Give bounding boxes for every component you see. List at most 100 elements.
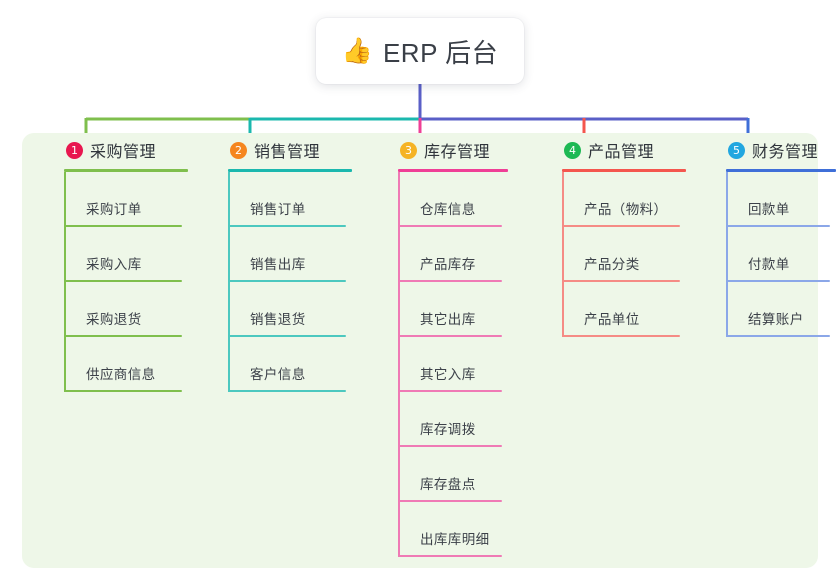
list-item-label: 库存调拨 bbox=[420, 422, 476, 437]
list-item-rule bbox=[398, 500, 502, 502]
column-title-1: 采购管理 bbox=[90, 144, 157, 161]
list-item-label: 其它出库 bbox=[420, 312, 476, 327]
list-item-rule bbox=[726, 335, 830, 337]
root-title: ERP 后台 bbox=[382, 37, 499, 68]
column-header-rule-2 bbox=[228, 169, 352, 172]
list-item[interactable]: 产品分类 bbox=[562, 227, 686, 282]
list-item[interactable]: 采购入库 bbox=[64, 227, 188, 282]
list-item[interactable]: 结算账户 bbox=[726, 282, 836, 337]
column-spine-1 bbox=[64, 172, 66, 392]
list-item-label: 采购退货 bbox=[86, 312, 142, 327]
list-item-rule bbox=[398, 280, 502, 282]
column-3: 3 库存管理仓库信息产品库存其它出库其它入库库存调拨库存盘点出库库明细 bbox=[398, 133, 508, 557]
list-item[interactable]: 库存盘点 bbox=[398, 447, 508, 502]
list-item-rule bbox=[398, 445, 502, 447]
list-item-label: 产品库存 bbox=[420, 257, 476, 272]
list-item-rule bbox=[64, 225, 182, 227]
diagram-panel: 1 采购管理采购订单采购入库采购退货供应商信息 2 销售管理销售订单销售出库销售退货客… bbox=[22, 133, 836, 568]
list-item[interactable]: 其它入库 bbox=[398, 337, 508, 392]
column-title-2: 销售管理 bbox=[254, 144, 321, 161]
column-badge-1: 1 bbox=[66, 141, 83, 159]
list-item-rule bbox=[562, 280, 680, 282]
column-spine-3 bbox=[398, 172, 400, 557]
list-item[interactable]: 销售退货 bbox=[228, 282, 352, 337]
list-item-label: 产品分类 bbox=[584, 257, 640, 272]
list-item-label: 销售退货 bbox=[250, 312, 306, 327]
list-item-rule bbox=[228, 335, 346, 337]
list-item[interactable]: 产品库存 bbox=[398, 227, 508, 282]
column-header-1[interactable]: 1 采购管理 bbox=[64, 133, 188, 167]
root-node[interactable]: 👍 ERP 后台 bbox=[316, 18, 524, 84]
list-item[interactable]: 出库库明细 bbox=[398, 502, 508, 557]
list-item-rule bbox=[228, 280, 346, 282]
column-items-4: 产品（物料） 产品分类产品单位 bbox=[562, 172, 686, 337]
column-header-rule-3 bbox=[398, 169, 508, 172]
list-item-label: 仓库信息 bbox=[420, 202, 476, 217]
list-item[interactable]: 采购订单 bbox=[64, 172, 188, 227]
list-item-label: 其它入库 bbox=[420, 367, 476, 382]
list-item-rule bbox=[562, 335, 680, 337]
column-4: 4 产品管理产品（物料） 产品分类产品单位 bbox=[562, 133, 686, 337]
list-item-rule bbox=[228, 390, 346, 392]
list-item[interactable]: 销售订单 bbox=[228, 172, 352, 227]
column-items-1: 采购订单采购入库采购退货供应商信息 bbox=[64, 172, 188, 392]
list-item[interactable]: 回款单 bbox=[726, 172, 836, 227]
list-item[interactable]: 客户信息 bbox=[228, 337, 352, 392]
column-header-4[interactable]: 4 产品管理 bbox=[562, 133, 686, 167]
column-header-rule-4 bbox=[562, 169, 686, 172]
column-title-4: 产品管理 bbox=[588, 144, 655, 161]
list-item-label: 采购订单 bbox=[86, 202, 142, 217]
column-header-rule-1 bbox=[64, 169, 188, 172]
list-item-label: 出库库明细 bbox=[420, 532, 490, 547]
column-items-2: 销售订单销售出库销售退货客户信息 bbox=[228, 172, 352, 392]
column-header-2[interactable]: 2 销售管理 bbox=[228, 133, 352, 167]
column-header-3[interactable]: 3 库存管理 bbox=[398, 133, 508, 167]
column-badge-4: 4 bbox=[564, 141, 581, 159]
column-badge-3: 3 bbox=[400, 141, 417, 159]
list-item-label: 客户信息 bbox=[250, 367, 306, 382]
list-item-label: 产品单位 bbox=[584, 312, 640, 327]
list-item[interactable]: 采购退货 bbox=[64, 282, 188, 337]
list-item[interactable]: 库存调拨 bbox=[398, 392, 508, 447]
list-item-rule bbox=[726, 280, 830, 282]
column-title-3: 库存管理 bbox=[424, 144, 491, 161]
thumbs-up-icon: 👍 bbox=[341, 36, 373, 65]
column-header-rule-5 bbox=[726, 169, 836, 172]
column-1: 1 采购管理采购订单采购入库采购退货供应商信息 bbox=[64, 133, 188, 392]
column-2: 2 销售管理销售订单销售出库销售退货客户信息 bbox=[228, 133, 352, 392]
list-item-label: 销售订单 bbox=[250, 202, 306, 217]
column-5: 5 财务管理回款单付款单结算账户 bbox=[726, 133, 836, 337]
column-spine-2 bbox=[228, 172, 230, 392]
column-badge-2: 2 bbox=[230, 141, 247, 159]
column-items-3: 仓库信息产品库存其它出库其它入库库存调拨库存盘点出库库明细 bbox=[398, 172, 508, 557]
column-spine-5 bbox=[726, 172, 728, 337]
list-item-rule bbox=[398, 225, 502, 227]
list-item[interactable]: 付款单 bbox=[726, 227, 836, 282]
column-spine-4 bbox=[562, 172, 564, 337]
list-item[interactable]: 销售出库 bbox=[228, 227, 352, 282]
list-item-rule bbox=[398, 335, 502, 337]
list-item[interactable]: 供应商信息 bbox=[64, 337, 188, 392]
list-item-rule bbox=[726, 225, 830, 227]
list-item-rule bbox=[562, 225, 680, 227]
list-item-label: 销售出库 bbox=[250, 257, 306, 272]
column-badge-5: 5 bbox=[728, 141, 745, 159]
list-item-label: 产品（物料） bbox=[584, 202, 668, 217]
list-item-rule bbox=[64, 280, 182, 282]
list-item-rule bbox=[398, 555, 502, 557]
list-item-rule bbox=[64, 390, 182, 392]
list-item[interactable]: 其它出库 bbox=[398, 282, 508, 337]
list-item-rule bbox=[64, 335, 182, 337]
list-item-label: 采购入库 bbox=[86, 257, 142, 272]
list-item-label: 供应商信息 bbox=[86, 367, 156, 382]
column-header-5[interactable]: 5 财务管理 bbox=[726, 133, 836, 167]
list-item-label: 结算账户 bbox=[748, 312, 804, 327]
column-title-5: 财务管理 bbox=[752, 144, 819, 161]
list-item[interactable]: 产品单位 bbox=[562, 282, 686, 337]
column-items-5: 回款单付款单结算账户 bbox=[726, 172, 836, 337]
list-item[interactable]: 仓库信息 bbox=[398, 172, 508, 227]
list-item[interactable]: 产品（物料） bbox=[562, 172, 686, 227]
list-item-label: 付款单 bbox=[748, 257, 790, 272]
list-item-rule bbox=[398, 390, 502, 392]
list-item-label: 库存盘点 bbox=[420, 477, 476, 492]
